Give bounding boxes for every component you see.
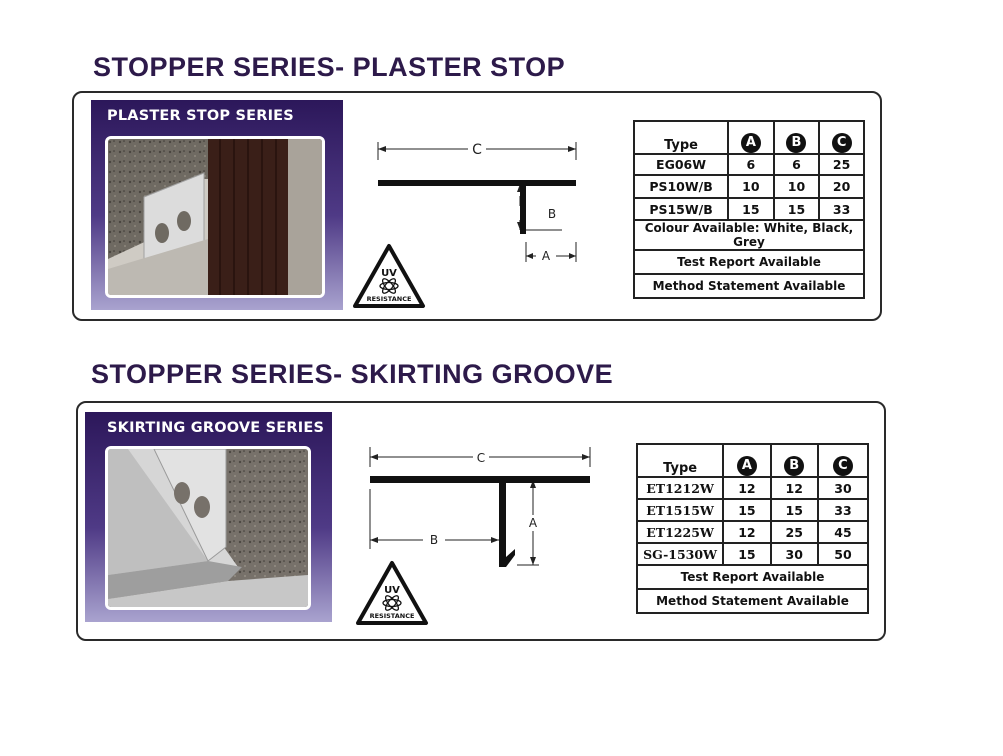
dimension-label-c: C [472,142,482,158]
value-c-cell: 50 [816,542,870,566]
column-header-b: B [772,120,821,155]
value-b-cell: 10 [772,174,821,199]
atom-icon [379,278,399,294]
value-c-cell: 25 [818,153,865,176]
value-b-cell: 12 [769,476,819,500]
column-header-c: C [818,120,865,155]
type-cell: ET1212W [635,476,725,500]
product-photo [105,136,325,298]
value-b-cell: 6 [772,153,821,176]
value-a-cell: 12 [722,476,772,500]
type-cell: SG-1530W [635,542,725,566]
section-heading-skirting-groove: STOPPER SERIES- SKIRTING GROOVE [91,359,614,389]
table-row: EG06W 6 6 25 [632,153,865,176]
value-c-cell: 45 [816,520,870,544]
value-b-cell: 25 [769,520,819,544]
photo-title: SKIRTING GROOVE SERIES [107,420,325,436]
value-a-cell: 15 [727,197,775,221]
method-statement-note: Method Statement Available [633,273,865,299]
test-report-note: Test Report Available [633,249,865,275]
table-row: PS15W/B 15 15 33 [632,197,865,221]
value-c-cell: 20 [818,174,865,199]
column-header-type: Type [635,443,725,478]
dimension-label-b: B [430,533,438,547]
note-row: Method Statement Available [636,588,869,614]
atom-icon [382,595,402,611]
column-header-a: A [722,443,772,478]
dimension-label-c: C [477,451,485,465]
skirting-groove-spec-table: Type A B C ET1212W 12 12 30 ET1515W 15 1… [635,443,870,614]
value-b-cell: 30 [769,542,819,566]
column-header-type: Type [632,120,730,155]
product-photo [105,446,311,610]
test-report-note: Test Report Available [636,564,869,590]
table-row: ET1515W 15 15 33 [635,498,870,522]
resistance-label: RESISTANCE [367,295,412,303]
table-row: ET1225W 12 25 45 [635,520,870,544]
plaster-stop-profile-diagram: C B A [377,142,577,263]
type-cell: PS15W/B [632,197,730,221]
type-cell: ET1515W [635,498,725,522]
colour-note: Colour Available: White, Black, Grey [633,219,865,251]
dimension-label-a: A [529,516,538,530]
uv-resistance-badge: UV RESISTANCE [353,244,425,308]
value-a-cell: 10 [727,174,775,199]
table-row: SG-1530W 15 30 50 [635,542,870,566]
value-b-cell: 15 [772,197,821,221]
uv-label: UV [381,268,397,279]
dimension-label-a: A [542,249,551,263]
value-b-cell: 15 [769,498,819,522]
column-header-c: C [816,443,870,478]
type-cell: ET1225W [635,520,725,544]
uv-label: UV [384,585,400,596]
skirting-groove-profile-diagram: C B A [369,447,591,567]
skirting-groove-photo-box: SKIRTING GROOVE SERIES [85,412,332,622]
value-c-cell: 33 [818,197,865,221]
table-row: PS10W/B 10 10 20 [632,174,865,199]
column-header-b: B [769,443,819,478]
table-row: ET1212W 12 12 30 [635,476,870,500]
value-a-cell: 6 [727,153,775,176]
section-heading-plaster-stop: STOPPER SERIES- PLASTER STOP [93,52,566,82]
note-row: Colour Available: White, Black, Grey [633,219,865,251]
value-a-cell: 15 [722,542,772,566]
resistance-label: RESISTANCE [370,612,415,620]
dimension-label-b: B [548,207,556,221]
column-header-a: A [727,120,775,155]
method-statement-note: Method Statement Available [636,588,869,614]
value-c-cell: 30 [816,476,870,500]
type-cell: EG06W [632,153,730,176]
note-row: Test Report Available [633,249,865,275]
value-a-cell: 15 [722,498,772,522]
plaster-stop-spec-table: Type A B C EG06W 6 6 25 PS10W/B 10 10 20… [632,120,865,299]
photo-title: PLASTER STOP SERIES [107,108,294,124]
note-row: Test Report Available [636,564,869,590]
type-cell: PS10W/B [632,174,730,199]
uv-resistance-badge: UV RESISTANCE [356,561,428,625]
value-c-cell: 33 [816,498,870,522]
note-row: Method Statement Available [633,273,865,299]
value-a-cell: 12 [722,520,772,544]
plaster-stop-photo-box: PLASTER STOP SERIES [91,100,343,310]
